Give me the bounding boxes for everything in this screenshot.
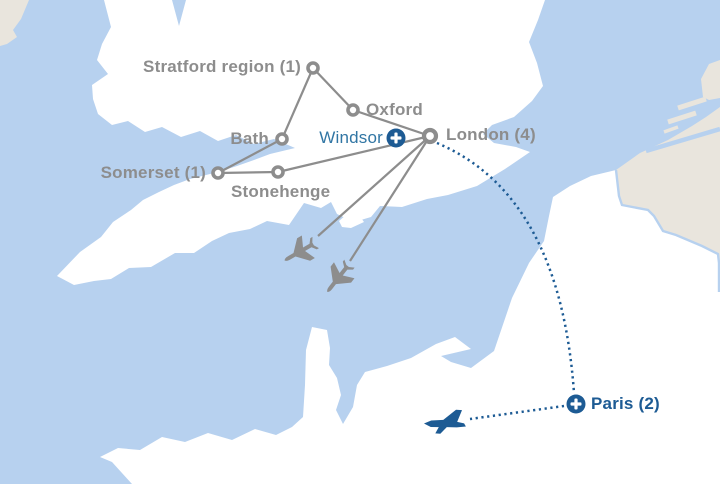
airplane-icon <box>327 259 355 292</box>
plus-circle-icon[interactable] <box>386 128 406 148</box>
delta-island <box>701 60 720 100</box>
airplane-icon <box>423 409 466 434</box>
marker-bath[interactable] <box>275 132 289 146</box>
great-britain-landmass <box>57 0 545 285</box>
route-bath-somerset <box>217 138 283 174</box>
delta-island <box>667 110 697 125</box>
flight-path-paris-west <box>469 404 565 421</box>
delta-island <box>677 96 707 111</box>
label-stratford[interactable]: Stratford region (1) <box>143 57 301 76</box>
delta-island <box>663 125 679 134</box>
route-london-flight-1 <box>317 135 431 237</box>
label-bath[interactable]: Bath <box>230 129 269 148</box>
country-border <box>614 169 720 292</box>
marker-oxford[interactable] <box>346 103 360 117</box>
ireland-landmass <box>0 0 29 46</box>
plus-circle-icon[interactable] <box>566 394 586 414</box>
marker-somerset[interactable] <box>211 166 225 180</box>
route-oxford-london <box>352 108 431 138</box>
scheldt-estuary <box>645 126 720 154</box>
marker-stratford[interactable] <box>306 61 320 75</box>
route-stonehenge-london <box>277 134 431 174</box>
label-paris[interactable]: Paris (2) <box>591 394 660 413</box>
label-oxford[interactable]: Oxford <box>366 100 423 119</box>
airplane-icon <box>284 235 319 261</box>
belgium-netherlands-landmass <box>616 107 720 263</box>
label-somerset[interactable]: Somerset (1) <box>100 163 206 182</box>
route-somerset-stonehenge <box>217 170 279 175</box>
route-london-flight-2 <box>349 135 431 262</box>
label-london[interactable]: London (4) <box>446 125 536 144</box>
label-stonehenge[interactable]: Stonehenge <box>231 182 331 201</box>
isle-of-wight-island <box>339 214 364 228</box>
marker-stonehenge[interactable] <box>271 165 285 179</box>
france-landmass <box>100 170 720 484</box>
marker-london[interactable] <box>421 127 439 145</box>
route-stratford-bath <box>280 67 315 140</box>
route-stratford-oxford <box>312 67 354 111</box>
ground-routes <box>217 67 431 262</box>
label-windsor[interactable]: Windsor <box>319 128 383 147</box>
